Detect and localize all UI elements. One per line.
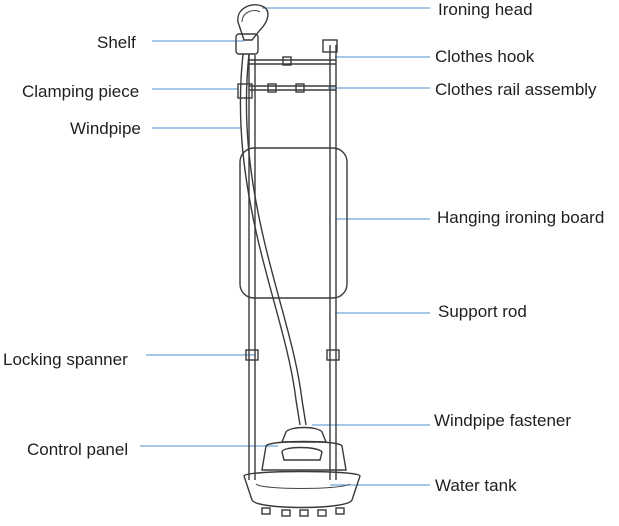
ironing-head [237, 4, 269, 41]
label-clothes-hook: Clothes hook [435, 47, 535, 66]
label-clothes-rail-assembly: Clothes rail assembly [435, 80, 597, 99]
label-clamping-piece: Clamping piece [22, 82, 140, 101]
ironing-head-assembly [235, 4, 269, 99]
label-control-panel: Control panel [27, 440, 129, 459]
hanging-ironing-board [239, 147, 348, 299]
label-water-tank: Water tank [435, 476, 517, 495]
support-rods [245, 45, 340, 480]
clothes-hook [322, 39, 338, 53]
locking-spanner-left [245, 349, 259, 361]
label-hanging-ironing-board: Hanging ironing board [437, 208, 605, 227]
water-tank [243, 470, 361, 509]
leader-lines [140, 7, 430, 486]
windpipe-fastener [280, 426, 328, 443]
label-windpipe: Windpipe [70, 119, 141, 138]
label-locking-spanner: Locking spanner [3, 350, 128, 369]
locking-spanner-right [326, 349, 340, 361]
label-support-rod: Support rod [438, 302, 527, 321]
control-panel [281, 446, 323, 461]
shelf [235, 33, 259, 55]
base-unit [243, 426, 361, 517]
clamping-piece [237, 83, 253, 99]
base-feet [261, 507, 345, 517]
label-shelf: Shelf [97, 33, 136, 52]
label-ironing-head: Ironing head [438, 0, 533, 19]
windpipe [239, 53, 307, 426]
label-windpipe-fastener: Windpipe fastener [434, 411, 572, 430]
clothes-rail-assembly [249, 39, 338, 93]
